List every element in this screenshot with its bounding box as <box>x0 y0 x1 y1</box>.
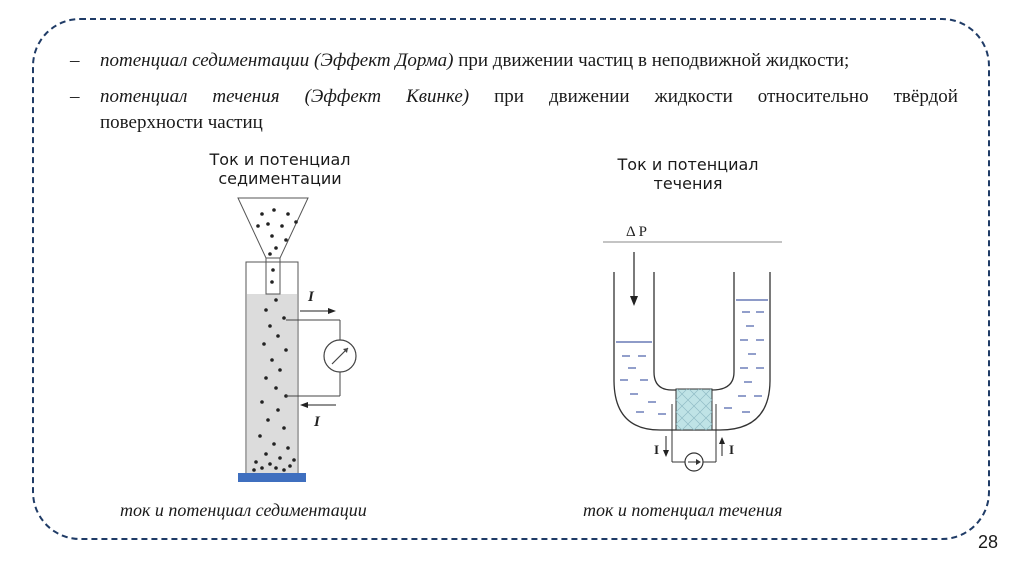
sedimentation-diagram: I I <box>237 197 357 482</box>
bullet-sedimentation: – потенциал седиментации (Эффект Дорма) … <box>70 48 958 74</box>
bullet-term-word: потенциал <box>100 86 188 107</box>
bullet-term-word: течения <box>212 86 280 107</box>
left-figure-caption: Ток и потенциал седиментации <box>200 150 360 188</box>
bullet-word: движении <box>548 86 630 107</box>
bullet-streaming: – потенциал течения (Эффект Квинке) при … <box>70 84 958 136</box>
bullet-word: жидкости <box>654 86 733 107</box>
bullet-word: твёрдой <box>893 86 958 107</box>
plug-hatch <box>675 388 713 431</box>
bullet-text-line2: поверхности частиц <box>100 112 263 133</box>
pressure-label: Δ P <box>626 224 647 240</box>
right-figure-caption: Ток и потенциал течения <box>598 155 778 193</box>
current-label-top: I <box>307 289 315 305</box>
funnel-stem-inner <box>265 261 281 295</box>
bullet-dash: – <box>70 86 80 107</box>
current-label-bottom: I <box>313 414 321 430</box>
caption-line: седиментации <box>218 169 342 188</box>
bullet-dash: – <box>70 50 80 71</box>
bullet-term-word: (Эффект <box>304 86 382 107</box>
u-tube-inner <box>653 272 735 391</box>
bullet-text: при движении частиц в неподвижной жидкос… <box>453 50 850 71</box>
liquid-dashes <box>620 311 764 415</box>
bullet-word: относительно <box>757 86 869 107</box>
bottom-caption-streaming: ток и потенциал течения <box>583 500 783 520</box>
liquid <box>247 294 297 473</box>
streaming-diagram: Δ P <box>603 224 782 472</box>
bottom-caption-sedimentation: ток и потенциал седиментации <box>120 500 367 520</box>
needle-arrowhead <box>343 348 348 353</box>
current-arrowhead <box>300 402 308 408</box>
bullet-word: при <box>494 86 524 107</box>
bullet-term: потенциал седиментации (Эффект Дорма) <box>100 50 454 71</box>
ammeter-arrowhead <box>696 459 701 465</box>
current-arrowhead <box>328 308 336 314</box>
page-number: 28 <box>977 532 998 552</box>
bullet-term-word: Квинке) <box>406 86 470 107</box>
caption-line: Ток и потенциал <box>617 155 759 174</box>
current-arrowhead <box>719 437 725 444</box>
current-label-right: I <box>729 442 734 457</box>
particles <box>252 208 298 472</box>
porous-plug <box>675 388 713 431</box>
caption-line: течения <box>653 174 723 193</box>
column-base <box>238 473 306 482</box>
current-arrowhead <box>663 450 669 457</box>
current-label-left: I <box>654 442 659 457</box>
funnel <box>237 197 309 259</box>
pressure-arrowhead <box>630 296 638 306</box>
caption-line: Ток и потенциал <box>209 150 351 169</box>
slide-frame <box>32 18 990 540</box>
